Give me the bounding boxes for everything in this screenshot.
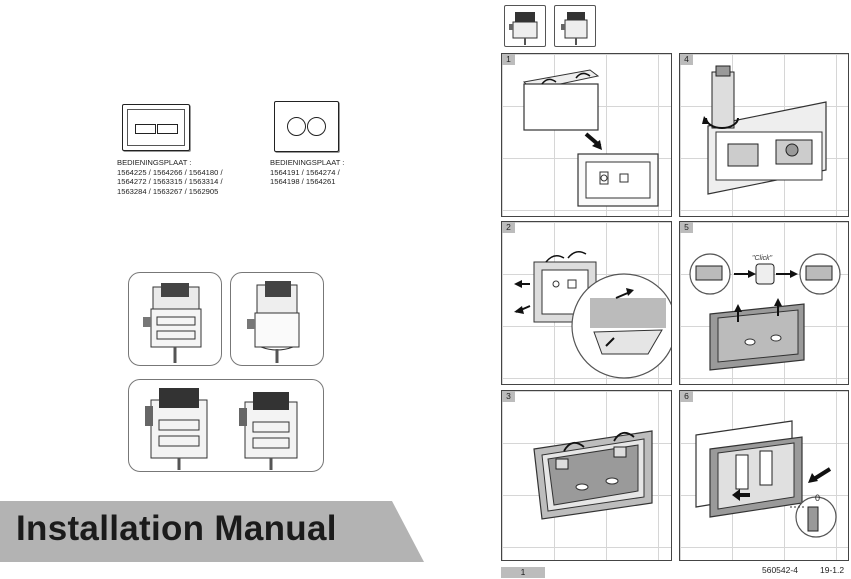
step-3-illustration	[533, 430, 653, 520]
cistern-frame-box-1	[128, 272, 222, 366]
plate-b-caption: BEDIENINGSPLAAT : 1564191 / 1564274 / 15…	[270, 158, 344, 187]
step-6-illustration	[695, 420, 837, 538]
step-number: 4	[680, 54, 693, 65]
doc-code: 560542-4	[762, 565, 798, 575]
step-5-illustration	[689, 253, 841, 371]
step-number: 1	[502, 54, 515, 65]
round-button-left-icon	[287, 117, 306, 136]
round-button-right-icon	[307, 117, 326, 136]
flush-plate-round	[274, 101, 339, 152]
plate-b-caption-line: BEDIENINGSPLAAT :	[270, 158, 345, 167]
gap-label: 0	[815, 493, 821, 503]
cistern-front-icon	[143, 283, 202, 363]
plate-a-caption-line: 1563284 / 1563267 / 1562905	[117, 186, 219, 196]
step-panel-2: 2	[501, 221, 672, 385]
plate-a-caption-line: BEDIENINGSPLAAT :	[117, 158, 192, 167]
step-number: 3	[502, 391, 515, 402]
rect-button-right-icon	[157, 124, 178, 134]
rect-button-left-icon	[135, 124, 156, 134]
step-panel-5: 5 "Click"	[679, 221, 849, 385]
step-number: 2	[502, 222, 515, 233]
step-panel-4: 4	[679, 53, 849, 217]
step-2-illustration	[514, 251, 671, 379]
step-number: 5	[680, 222, 693, 233]
cistern-slim-icon	[247, 281, 300, 363]
plate-a-caption: BEDIENINGSPLAAT : 1564225 / 1564266 / 15…	[117, 158, 223, 196]
step-panel-1: 1	[501, 53, 672, 217]
plate-b-caption-line: 1564191 / 1564274 /	[270, 167, 340, 177]
plate-b-caption-line: 1564198 / 1564261	[270, 177, 336, 187]
page-number: 1	[501, 567, 545, 578]
step-4-illustration	[702, 65, 827, 195]
step-panel-3: 3	[501, 390, 672, 561]
plate-inner-frame	[127, 109, 185, 146]
cistern-frame-box-2	[230, 272, 324, 366]
step-panel-6: 6 0	[679, 390, 849, 561]
manual-title: Installation Manual	[16, 509, 337, 548]
cistern-pair-icon	[145, 388, 298, 470]
cistern-type-icon-1	[504, 5, 546, 47]
cistern-type-icon-2	[554, 5, 596, 47]
plate-a-caption-line: 1564225 / 1564266 / 1564180 /	[117, 167, 223, 177]
click-label: "Click"	[752, 255, 773, 262]
title-banner	[0, 501, 424, 562]
plate-a-caption-line: 1564272 / 1563315 / 1563314 /	[117, 177, 223, 187]
step-number: 6	[680, 391, 693, 402]
flush-plate-rectangular	[122, 104, 190, 151]
doc-version: 19-1.2	[820, 565, 845, 575]
step-1-illustration	[522, 69, 659, 207]
cistern-frame-box-wide	[128, 379, 324, 472]
